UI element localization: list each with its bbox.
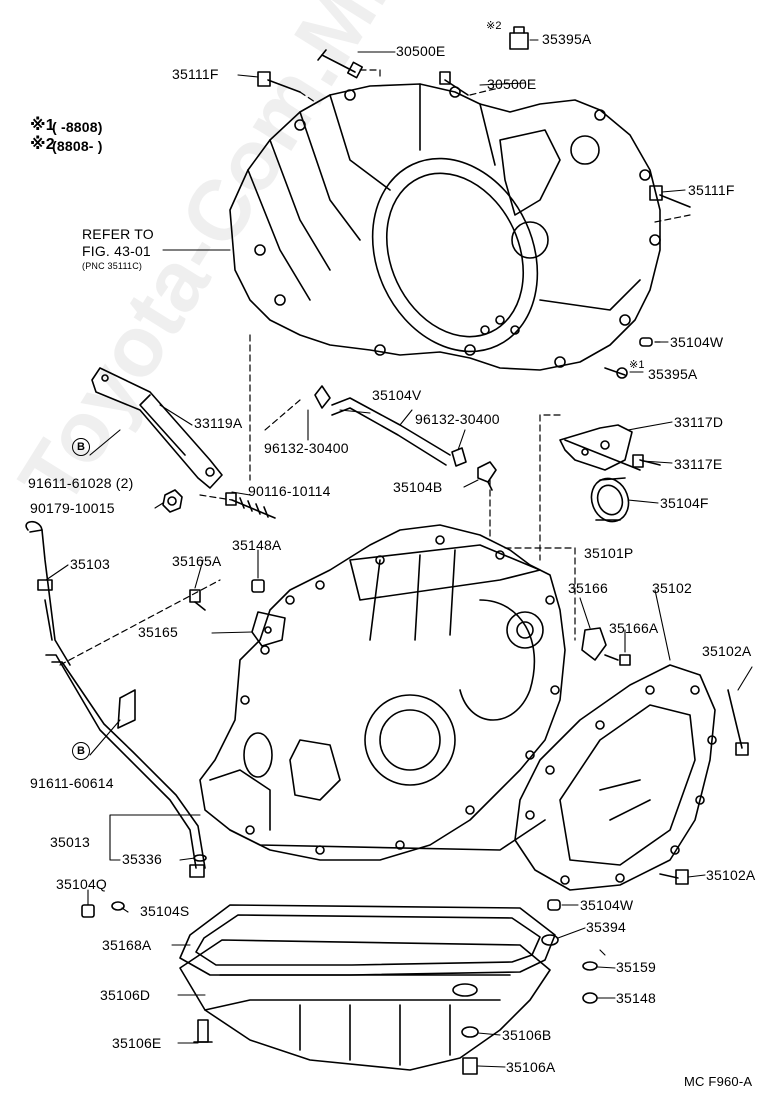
label-35101p: 35101P (584, 545, 634, 561)
gasket-35106b (461, 1026, 479, 1038)
label-35166a: 35166A (609, 620, 659, 636)
label-35013: 35013 (50, 834, 90, 850)
seal-35104f (590, 477, 630, 523)
plug-35148 (582, 992, 598, 1004)
label-96132-left: 96132-30400 (264, 440, 349, 456)
union-35104b (477, 461, 497, 491)
label-35395a-mark: ※1 (629, 359, 645, 371)
label-35395a: 35395A (648, 366, 698, 382)
label-35394: 35394 (586, 919, 626, 935)
magnet-35106e (193, 1019, 213, 1043)
plate-35165 (251, 611, 286, 647)
label-35103: 35103 (70, 556, 110, 572)
clamp-96132-right (451, 447, 467, 467)
label-35104b: 35104B (393, 479, 443, 495)
bracket-33119a (91, 367, 223, 489)
label-35104s: 35104S (140, 903, 190, 919)
o-ring-35159 (582, 961, 598, 971)
label-35336: 35336 (122, 851, 162, 867)
label-35102a-bottom: 35102A (706, 867, 756, 883)
label-35111f-left: 35111F (172, 66, 219, 82)
bolt-35165a (189, 589, 206, 611)
label-33119a: 33119A (194, 415, 243, 431)
refer-line-1: REFER TO (82, 226, 154, 242)
label-35102: 35102 (652, 580, 692, 596)
o-ring-35336 (193, 854, 207, 862)
note-1-mark: ※1 (30, 117, 55, 134)
bracket-33117d (559, 424, 641, 471)
label-33117d: 33117D (674, 414, 724, 430)
label-30500e-a: 30500E (396, 43, 446, 59)
dipstick-35103 (25, 520, 71, 666)
label-35104v: 35104V (372, 387, 422, 403)
label-35102a-top: 35102A (702, 643, 752, 659)
hose-35104v (331, 397, 451, 466)
label-35395a-top: 35395A (542, 31, 592, 47)
label-35104w-top: 35104W (670, 334, 724, 350)
label-35148: 35148 (616, 990, 656, 1006)
refer-line-3: (PNC 35111C) (82, 261, 143, 271)
note-2-mark: ※2 (30, 136, 55, 153)
bolt-30500e-a (317, 49, 364, 79)
bolt-35111f-left (257, 71, 301, 93)
label-35168a: 35168A (102, 937, 152, 953)
label-35165a: 35165A (172, 553, 222, 569)
label-35104q: 35104Q (56, 876, 108, 892)
label-35166: 35166 (568, 580, 608, 596)
refer-line-2: FIG. 43-01 (82, 243, 151, 259)
label-33117e: 33117E (674, 456, 723, 472)
label-35106b: 35106B (502, 1027, 552, 1043)
label-90116-10114: 90116-10114 (248, 483, 331, 499)
o-ring-35394 (541, 934, 559, 946)
pin-35104w-top (639, 337, 653, 347)
b-mark-1: B (72, 438, 90, 456)
bolt-35102a-bottom (659, 869, 689, 885)
label-35395a-top-mark: ※2 (486, 20, 502, 32)
label-35106a: 35106A (506, 1059, 556, 1075)
label-35148a: 35148A (232, 537, 282, 553)
gasket-35168a (179, 904, 556, 976)
bolt-35102a-top (727, 689, 749, 756)
label-96132-right: 96132-30400 (415, 411, 500, 427)
bolt-35395a (604, 367, 628, 379)
label-35106e: 35106E (112, 1035, 162, 1051)
label-35111f-right: 35111F (688, 182, 735, 198)
clip-35395a-top (509, 26, 529, 50)
figure-code: MC F960-A (684, 1074, 753, 1089)
note-1-range: ( -8808) (52, 119, 103, 135)
transaxle-case (199, 524, 566, 861)
label-91611-61028: 91611-61028 (2) (28, 475, 134, 491)
label-91611-60614: 91611-60614 (30, 775, 114, 791)
label-35106d: 35106D (100, 987, 151, 1003)
bolt-35111f-right (649, 185, 691, 208)
o-ring-35104s (111, 901, 125, 911)
label-35165: 35165 (138, 624, 178, 640)
nut-90179-10015 (162, 489, 183, 513)
transaxle-housing (229, 83, 661, 371)
label-30500e-b: 30500E (487, 76, 537, 92)
note-2-range: (8808- ) (52, 138, 103, 154)
plug-35148a (251, 579, 265, 593)
pin-35104w-bottom (547, 899, 561, 911)
filler-tube-35013 (45, 654, 206, 878)
b-mark-2: B (72, 742, 90, 760)
bolt-30500e-b (439, 71, 469, 96)
oil-pan-35106d (179, 939, 551, 1071)
label-35159: 35159 (616, 959, 656, 975)
bolt-35166a (604, 654, 631, 666)
plate-35166 (581, 627, 607, 661)
clamp-96132-left (314, 385, 331, 409)
side-cover-35102 (514, 664, 717, 891)
label-35104w-bottom: 35104W (580, 897, 634, 913)
label-35104f: 35104F (660, 495, 709, 511)
plug-35106a (462, 1057, 478, 1075)
plug-35104q (81, 904, 95, 918)
label-90179-10015: 90179-10015 (30, 500, 115, 516)
